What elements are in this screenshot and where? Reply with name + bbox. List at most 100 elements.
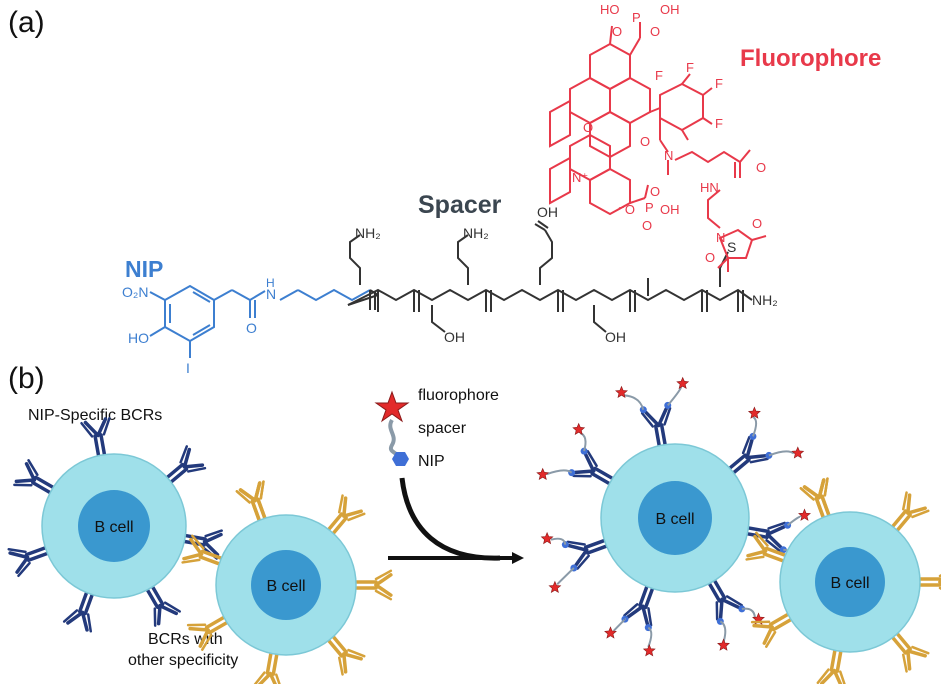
atom-no2: O₂N [122, 284, 148, 300]
bcr-receptor [186, 614, 231, 651]
bcr-receptor [536, 422, 616, 487]
bcr-receptor [181, 534, 225, 567]
bcr-receptor [352, 569, 393, 601]
bcrs-other-line2: other specificity [128, 652, 238, 669]
bound-fluorophore-star-icon [604, 626, 617, 639]
atom-f4: F [715, 116, 723, 131]
nip-atoms: O₂N HO I N H [122, 276, 276, 376]
atom-maleimide-n: N [716, 230, 725, 245]
bcr-receptor [325, 494, 366, 537]
b-cell-other-right: B cell [745, 477, 941, 684]
atom-oh-p1: OH [660, 2, 680, 17]
bcr-receptor [604, 582, 656, 657]
atom-hn-f: HN [700, 180, 719, 195]
bcr-receptor [540, 531, 611, 594]
atom-amide-h: H [266, 276, 275, 290]
bound-spacer-icon [624, 394, 645, 411]
atom-p2: P [645, 200, 654, 215]
atom-o-ring: O [583, 120, 593, 135]
atom-oh-ser2: OH [605, 329, 626, 345]
bound-fluorophore-star-icon [676, 376, 690, 390]
bound-spacer-icon [550, 537, 567, 545]
atom-o-mal2: O [705, 250, 715, 265]
bcr-receptor [235, 480, 268, 524]
atom-iodine: I [186, 360, 190, 376]
bcr-receptor [743, 508, 812, 572]
bound-fluorophore-star-icon [536, 467, 550, 481]
spacer-atoms: NH₂ NH₂ OH OH OH NH₂ S [355, 204, 778, 345]
atom-ho-p1: HO [600, 2, 620, 17]
atom-amide-n: N [266, 286, 276, 302]
bound-spacer-icon [666, 386, 682, 407]
bcr-receptor [13, 459, 57, 496]
spacer-label: Spacer [418, 191, 502, 219]
atom-nh2-lys1: NH₂ [355, 225, 381, 241]
bound-fluorophore-star-icon [540, 531, 554, 545]
bcr-receptor [7, 545, 51, 578]
reaction-arrow-curve [399, 477, 501, 561]
bcr-receptor [889, 630, 930, 673]
bound-spacer-icon [546, 469, 573, 476]
b-cell-nip-left: B cell [7, 417, 223, 633]
atom-c-term-nh2: NH₂ [752, 292, 778, 308]
atom-ho: HO [128, 330, 149, 346]
atom-oh-acid: OH [537, 204, 558, 220]
bcr-receptor [745, 531, 789, 564]
cell-label: B cell [266, 578, 305, 595]
cell-label: B cell [94, 519, 133, 536]
atom-o-p2b: O [642, 218, 652, 233]
bound-spacer-icon [768, 450, 795, 457]
bound-spacer-icon [719, 620, 727, 642]
atom-nh2-lys2: NH₂ [463, 225, 489, 241]
bcr-receptor [750, 611, 795, 648]
bound-spacer-icon [556, 567, 575, 586]
atom-n-plus: N⁺ [572, 170, 588, 185]
probe-legend: fluorophore spacer NIP [374, 387, 499, 470]
legend-nip: NIP [418, 453, 445, 470]
atom-o-minus: ⁻O [618, 202, 635, 217]
bound-fluorophore-star-icon [747, 406, 761, 419]
bcr-receptor [62, 589, 95, 633]
atom-o-mal1: O [752, 216, 762, 231]
cell-label: B cell [830, 575, 869, 592]
fluorophore-atoms: HO OH P O O F F F F N⁺ O O N HN O N O O … [572, 2, 766, 265]
fluorophore-label: Fluorophore [740, 45, 881, 72]
bound-spacer-icon [786, 515, 802, 527]
bound-spacer-icon [752, 416, 758, 437]
bound-fluorophore-star-icon [717, 638, 730, 651]
bcr-receptor [325, 633, 366, 676]
bcr-receptor [799, 477, 832, 521]
atom-oh-p2: OH [660, 202, 680, 217]
bound-fluorophore-star-icon [798, 508, 811, 521]
bcr-receptor [80, 417, 111, 460]
b-cell-nip-bound: B cell [536, 376, 812, 657]
atom-n-methyl: N [664, 148, 673, 163]
atom-amide-o1: O [246, 320, 257, 336]
bcr-receptor [916, 574, 941, 590]
spacer-squiggle-icon [388, 418, 400, 458]
nip-specific-bcrs-label: NIP-Specific BCRs [28, 407, 162, 424]
bound-fluorophore-star-icon [642, 644, 656, 657]
atom-sulfur: S [727, 239, 736, 255]
atom-o-amide-f: O [640, 134, 650, 149]
bound-spacer-icon [741, 607, 756, 618]
cell-nucleus [815, 547, 885, 617]
bcr-receptor [253, 649, 281, 684]
bcr-receptor [163, 445, 207, 486]
cells-layer: B cell B cell B cell B cell [7, 376, 941, 684]
bound-fluorophore-star-icon [791, 446, 805, 459]
nip-structure [149, 284, 371, 358]
bcr-receptor [816, 646, 846, 684]
atom-p1: P [632, 10, 641, 25]
atom-o-carbonyl-f: O [756, 160, 766, 175]
bound-fluorophore-star-icon [572, 422, 586, 436]
bcr-receptor [615, 376, 690, 450]
bcr-receptor [726, 406, 805, 476]
bound-fluorophore-star-icon [615, 385, 628, 399]
cell-nucleus [251, 550, 321, 620]
panel-b-label: (b) [8, 362, 45, 395]
bound-fluorophore-star-icon [548, 580, 562, 594]
bcr-receptor [889, 491, 930, 534]
atom-o-p1a: O [612, 24, 622, 39]
